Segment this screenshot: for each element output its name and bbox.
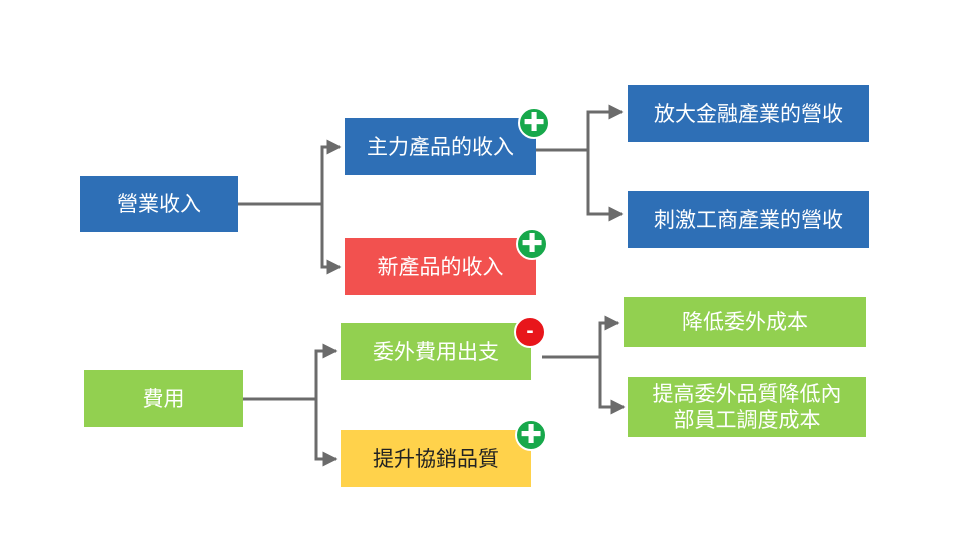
plus-icon: ✚ [518,107,550,139]
node-revenue-root: 營業收入 [80,176,238,232]
node-reduce-staff-cost: 提高委外品質降低內 部員工調度成本 [628,377,866,437]
minus-icon: - [514,316,546,348]
connector-outsourcing-to-reduce [542,315,620,359]
node-new-product-revenue: 新產品的收入 [345,238,536,295]
node-main-product-revenue: 主力產品的收入 [345,118,536,175]
node-finance-revenue: 放大金融產業的營收 [628,85,869,142]
plus-icon: ✚ [515,419,547,451]
connector-revenue-to-main [238,139,342,206]
connector-main-to-finance [536,104,624,152]
node-industry-revenue: 刺激工商產業的營收 [628,191,869,248]
plus-icon: ✚ [516,228,548,260]
node-sales-quality: 提升協銷品質 [341,430,531,487]
connector-revenue-to-new [320,204,342,275]
node-outsourcing-expense: 委外費用出支 [341,323,531,380]
node-expense-root: 費用 [84,370,243,427]
connector-main-to-industry [586,150,624,222]
node-reduce-outsourcing-cost: 降低委外成本 [624,297,866,347]
connector-outsourcing-to-staff [598,357,626,415]
connector-expense-to-quality [314,399,338,467]
connector-expense-to-outsourcing [243,343,338,401]
